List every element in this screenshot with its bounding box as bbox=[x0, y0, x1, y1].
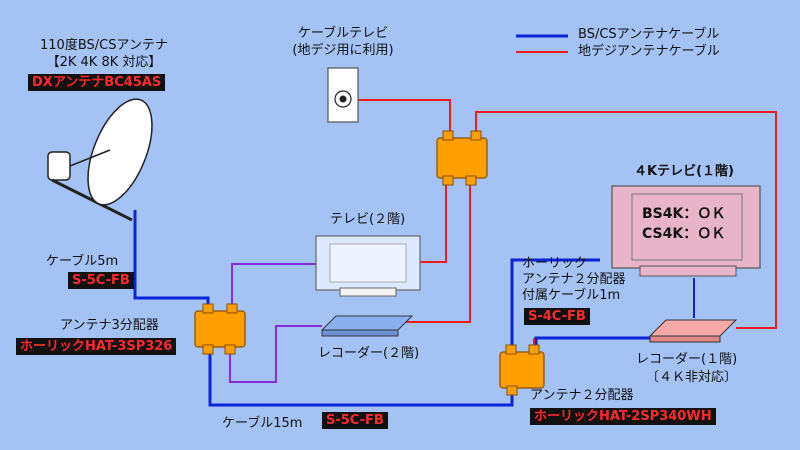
tv-1f-icon bbox=[611, 185, 761, 277]
outlet-subtitle: (地デジ用に利用) bbox=[292, 43, 394, 58]
antenna-support: 【2K 4K 8K 対応】 bbox=[46, 55, 162, 70]
tv-2f-icon bbox=[315, 235, 421, 297]
cable-5m-label: ケーブル5m bbox=[46, 254, 119, 269]
splitter-top-icon bbox=[436, 130, 488, 186]
cable-5m-model-tag: S-5C-FB bbox=[68, 272, 134, 289]
wall-outlet-icon bbox=[327, 67, 359, 123]
cable-splitter3-to-tv2f bbox=[231, 263, 318, 312]
tv-1f-title: ４Kテレビ(１階) bbox=[634, 164, 734, 179]
splitter3-label: アンテナ3分配器 bbox=[60, 318, 159, 333]
cable-splitter-top-to-splitter2 bbox=[406, 178, 471, 323]
cable-splitter3-to-recorder2f bbox=[229, 325, 322, 383]
cable-splitter2-to-recorder1f bbox=[534, 336, 656, 352]
legend-bs-cs-label: BS/CSアンテナケーブル bbox=[578, 27, 720, 42]
tv-1f-bs4k: BS4K：ＯＫ bbox=[642, 206, 726, 222]
antenna-model-tag: DXアンテナBC45AS bbox=[28, 74, 166, 91]
recorder-2f-label: レコーダー(２階) bbox=[318, 346, 420, 361]
cable-splitter-top-to-tv2f bbox=[418, 178, 447, 263]
recorder-1f-note: 〔４Ｋ非対応〕 bbox=[646, 370, 738, 385]
recorder-1f-icon bbox=[648, 319, 738, 343]
recorder-1f-label: レコーダー(１階) bbox=[636, 352, 738, 367]
splitter3-model-tag: ホーリックHAT-3SP326 bbox=[16, 338, 177, 355]
splitter2-model-tag: ホーリックHAT-2SP340WH bbox=[530, 408, 716, 425]
splitter-cable-model-tag: S-4C-FB bbox=[524, 308, 590, 325]
tv-1f-cs4k: CS4K：ＯＫ bbox=[642, 226, 726, 242]
splitter2-icon bbox=[499, 344, 545, 396]
antenna-title: 110度BS/CSアンテナ bbox=[40, 38, 168, 53]
cable-antenna-to-splitter3 bbox=[133, 210, 210, 312]
cable-15m-label: ケーブル15m bbox=[222, 416, 303, 431]
splitter-cable-length: 付属ケーブル1m bbox=[522, 288, 621, 303]
splitter-cable-maker: ホーリック bbox=[522, 256, 588, 271]
outlet-title: ケーブルテレビ bbox=[297, 26, 389, 41]
tv-2f-label: テレビ(２階) bbox=[330, 212, 406, 227]
legend-terrestrial-label: 地デジアンテナケーブル bbox=[578, 44, 720, 59]
recorder-2f-icon bbox=[320, 315, 414, 337]
cable-splitter2-to-tv1f bbox=[510, 258, 600, 352]
splitter2-label: アンテナ２分配器 bbox=[530, 388, 634, 403]
splitter3-icon bbox=[194, 303, 246, 355]
cable-splitter-top-to-recorder1f bbox=[475, 111, 777, 329]
splitter-cable-product: アンテナ２分配器 bbox=[522, 272, 626, 287]
cable-outlet-to-splitter-top bbox=[352, 99, 451, 137]
satellite-dish-icon bbox=[47, 98, 153, 222]
cable-15m-model-tag: S-5C-FB bbox=[322, 412, 388, 429]
